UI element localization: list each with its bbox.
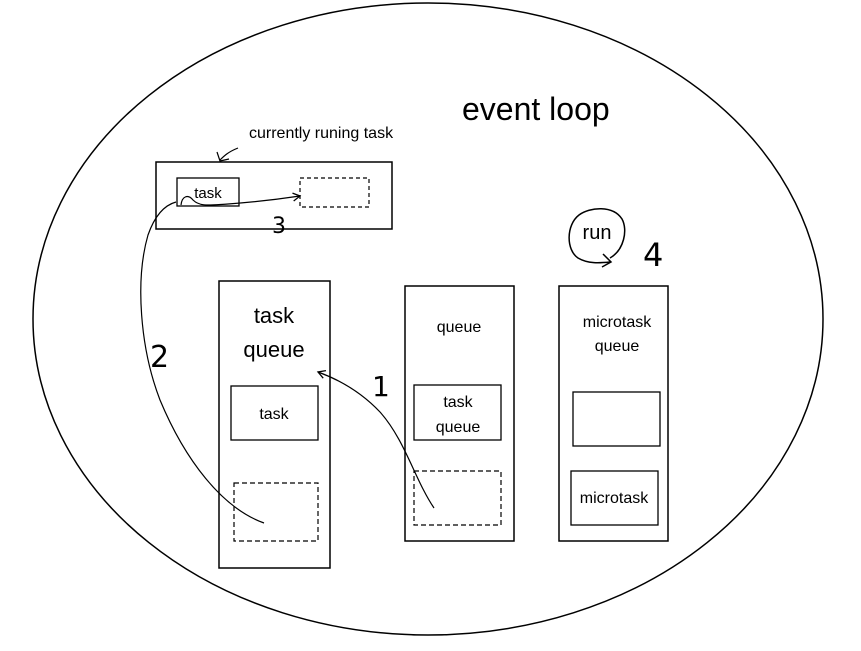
task-queue-title-line1: task bbox=[254, 303, 295, 328]
running-empty-slot bbox=[299, 177, 370, 208]
step2-arrow bbox=[140, 201, 265, 524]
task-queue-column bbox=[218, 280, 331, 569]
running-task-box bbox=[176, 177, 240, 207]
currently-running-box bbox=[155, 161, 393, 230]
task-queue-title-line2: queue bbox=[243, 337, 304, 362]
microtask-empty-box bbox=[572, 391, 661, 447]
run-label: run bbox=[583, 222, 612, 244]
running-label-pointer bbox=[219, 147, 239, 161]
step2-number: 2 bbox=[150, 340, 169, 375]
queue-item-box bbox=[413, 384, 502, 441]
queue-item-line2: queue bbox=[436, 419, 481, 436]
queue-title: queue bbox=[437, 319, 482, 336]
queue-item-line1: task bbox=[443, 394, 473, 411]
microtask-item-box bbox=[570, 470, 659, 526]
running-task-label: task bbox=[194, 185, 222, 202]
event-loop-boundary bbox=[32, 2, 824, 636]
run-loop-arrow bbox=[568, 208, 626, 264]
task-queue-empty-slot bbox=[233, 482, 319, 542]
step1-number: 1 bbox=[372, 370, 390, 403]
microtask-queue-title-line1: microtask bbox=[583, 314, 652, 331]
microtask-queue-title-line2: queue bbox=[595, 338, 640, 355]
queue-empty-slot bbox=[413, 470, 502, 526]
step3-number: 3 bbox=[272, 214, 286, 239]
step1-arrow bbox=[316, 369, 435, 509]
task-queue-item-box bbox=[230, 385, 319, 441]
queue-column bbox=[404, 285, 515, 542]
microtask-queue-column bbox=[558, 285, 669, 542]
step3-arrow bbox=[180, 192, 302, 206]
microtask-item-label: microtask bbox=[580, 490, 649, 507]
task-queue-item-label: task bbox=[259, 406, 289, 423]
currently-running-label: currently runing task bbox=[249, 125, 394, 142]
event-loop-title: event loop bbox=[462, 91, 610, 127]
step4-number: 4 bbox=[643, 236, 663, 274]
